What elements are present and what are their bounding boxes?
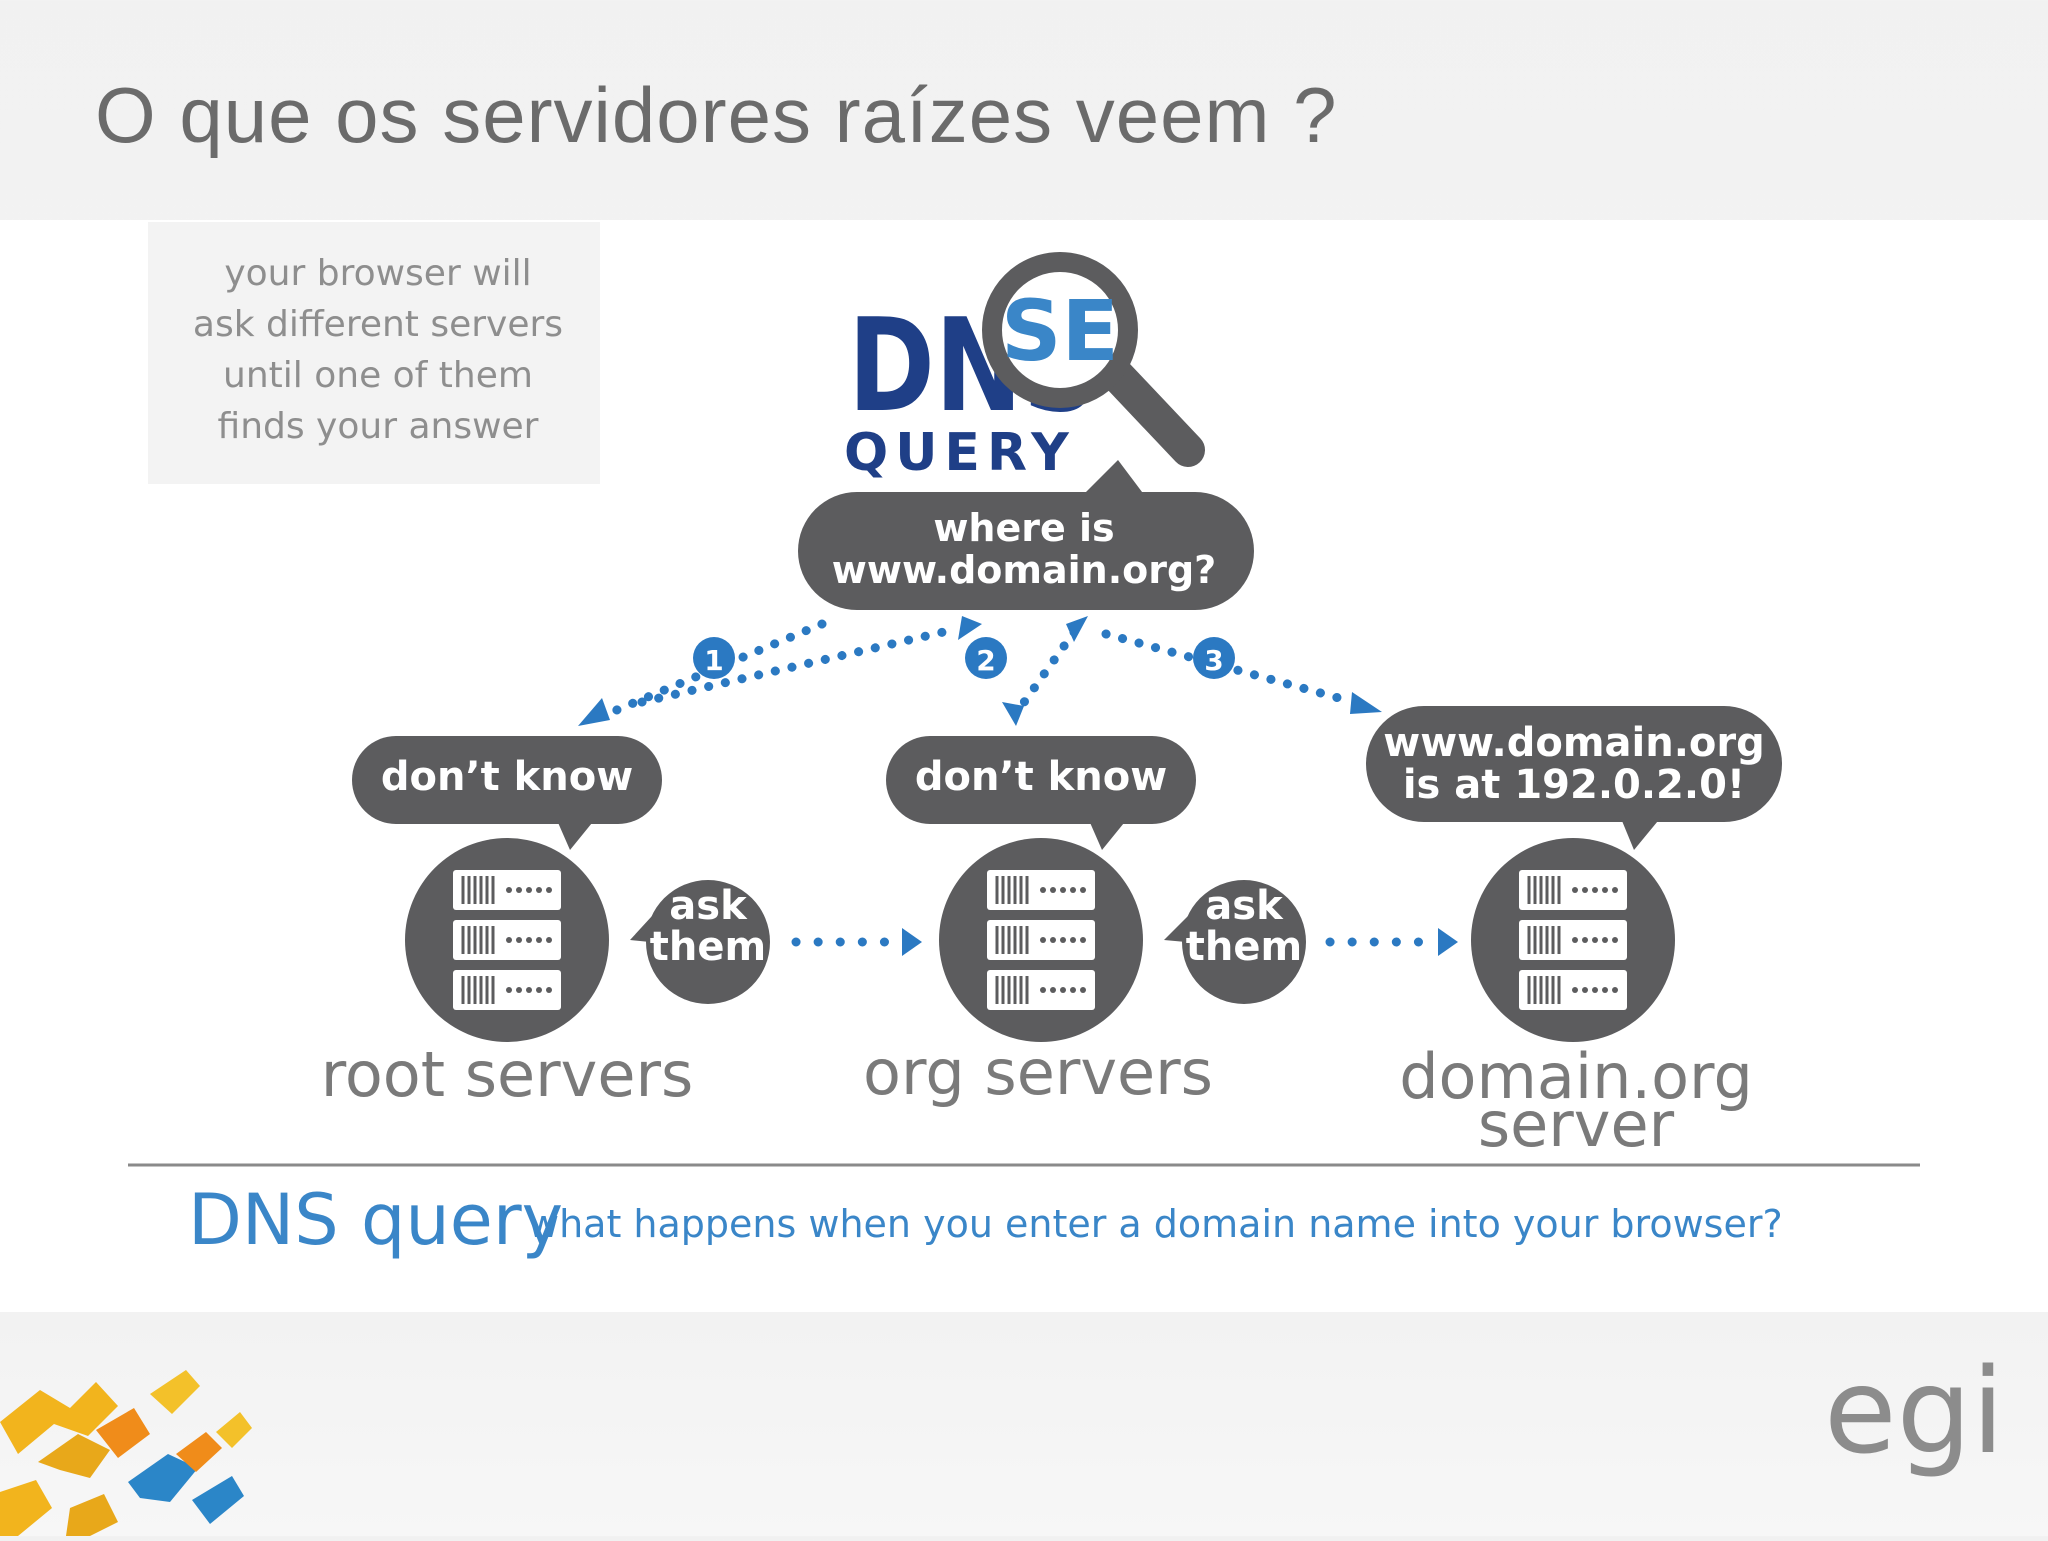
- arrowhead-org: [1002, 702, 1024, 726]
- slide-title: O que os servidores raízes veem ?: [95, 71, 1338, 159]
- query-bubble: where is www.domain.org?: [798, 460, 1254, 610]
- query-bubble-line: www.domain.org?: [832, 548, 1216, 592]
- arrow-from-root-servers: [637, 625, 957, 707]
- footer-graphics: egi: [0, 1342, 2004, 1536]
- intro-line: your browser will: [224, 253, 531, 294]
- arrow-to-root-servers: [607, 619, 827, 717]
- arrowhead-return-root: [958, 616, 982, 640]
- dns-query-logo: DNS SE QUERY: [844, 252, 1205, 483]
- step-badge-3: 3: [1193, 637, 1235, 679]
- query-logo-subtitle: QUERY: [844, 423, 1076, 483]
- svg-text:ask: ask: [669, 883, 748, 929]
- arrowhead-root-to-org: [902, 928, 922, 956]
- svg-text:ask: ask: [1205, 883, 1284, 929]
- step-badge-1: 1: [693, 637, 735, 679]
- domain-response-bubble: www.domain.org is at 192.0.2.0!: [1366, 706, 1782, 850]
- arrowhead-org-to-domain: [1438, 928, 1458, 956]
- svg-text:them: them: [650, 924, 766, 970]
- step-badge-2: 2: [965, 637, 1007, 679]
- arrowhead-root: [578, 698, 610, 726]
- arrow-to-domain-server: [1101, 629, 1351, 705]
- intro-line: ask different servers: [193, 304, 563, 345]
- ask-them-bubble: ask them: [1164, 880, 1306, 1004]
- svg-text:1: 1: [704, 644, 723, 677]
- content-panel: your browser will ask different servers …: [0, 220, 2048, 1312]
- domain-server-label: server: [1478, 1088, 1675, 1161]
- svg-text:don’t know: don’t know: [915, 754, 1167, 800]
- magnifier-letters: SE: [1001, 282, 1119, 380]
- root-servers-label: root servers: [321, 1038, 694, 1111]
- root-server-icon: [405, 838, 609, 1042]
- svg-text:don’t know: don’t know: [381, 754, 633, 800]
- dns-query-diagram: your browser will ask different servers …: [128, 222, 1920, 1261]
- arrowhead-return-org: [1066, 616, 1088, 642]
- root-response-bubble: don’t know: [352, 736, 662, 850]
- egi-logo: egi: [1824, 1342, 2004, 1480]
- domain-server-icon: [1471, 838, 1675, 1042]
- ask-them-bubble: ask them: [630, 880, 770, 1004]
- svg-text:is at 192.0.2.0!: is at 192.0.2.0!: [1403, 762, 1745, 808]
- arrowhead-domain: [1350, 692, 1382, 714]
- people-mosaic-logo: [0, 1370, 252, 1536]
- query-bubble-line: where is: [933, 506, 1114, 550]
- caption-subtitle: what happens when you enter a domain nam…: [528, 1202, 1783, 1246]
- caption-title: DNS query: [188, 1179, 563, 1261]
- svg-text:2: 2: [976, 644, 995, 677]
- org-server-icon: [939, 838, 1143, 1042]
- intro-line: finds your answer: [218, 406, 539, 447]
- intro-line: until one of them: [223, 355, 533, 396]
- domain-server-label: domain.org: [1399, 1040, 1753, 1113]
- arrow-to-org-servers: [1015, 627, 1079, 713]
- magnifier-handle: [1101, 359, 1205, 467]
- svg-text:www.domain.org: www.domain.org: [1383, 720, 1765, 766]
- org-response-bubble: don’t know: [886, 736, 1196, 850]
- footer-band: egi: [0, 1312, 2048, 1536]
- org-servers-label: org servers: [863, 1036, 1213, 1109]
- svg-text:3: 3: [1204, 644, 1223, 677]
- magnifier-icon: [982, 252, 1138, 408]
- intro-box: [148, 222, 600, 484]
- svg-text:them: them: [1186, 924, 1302, 970]
